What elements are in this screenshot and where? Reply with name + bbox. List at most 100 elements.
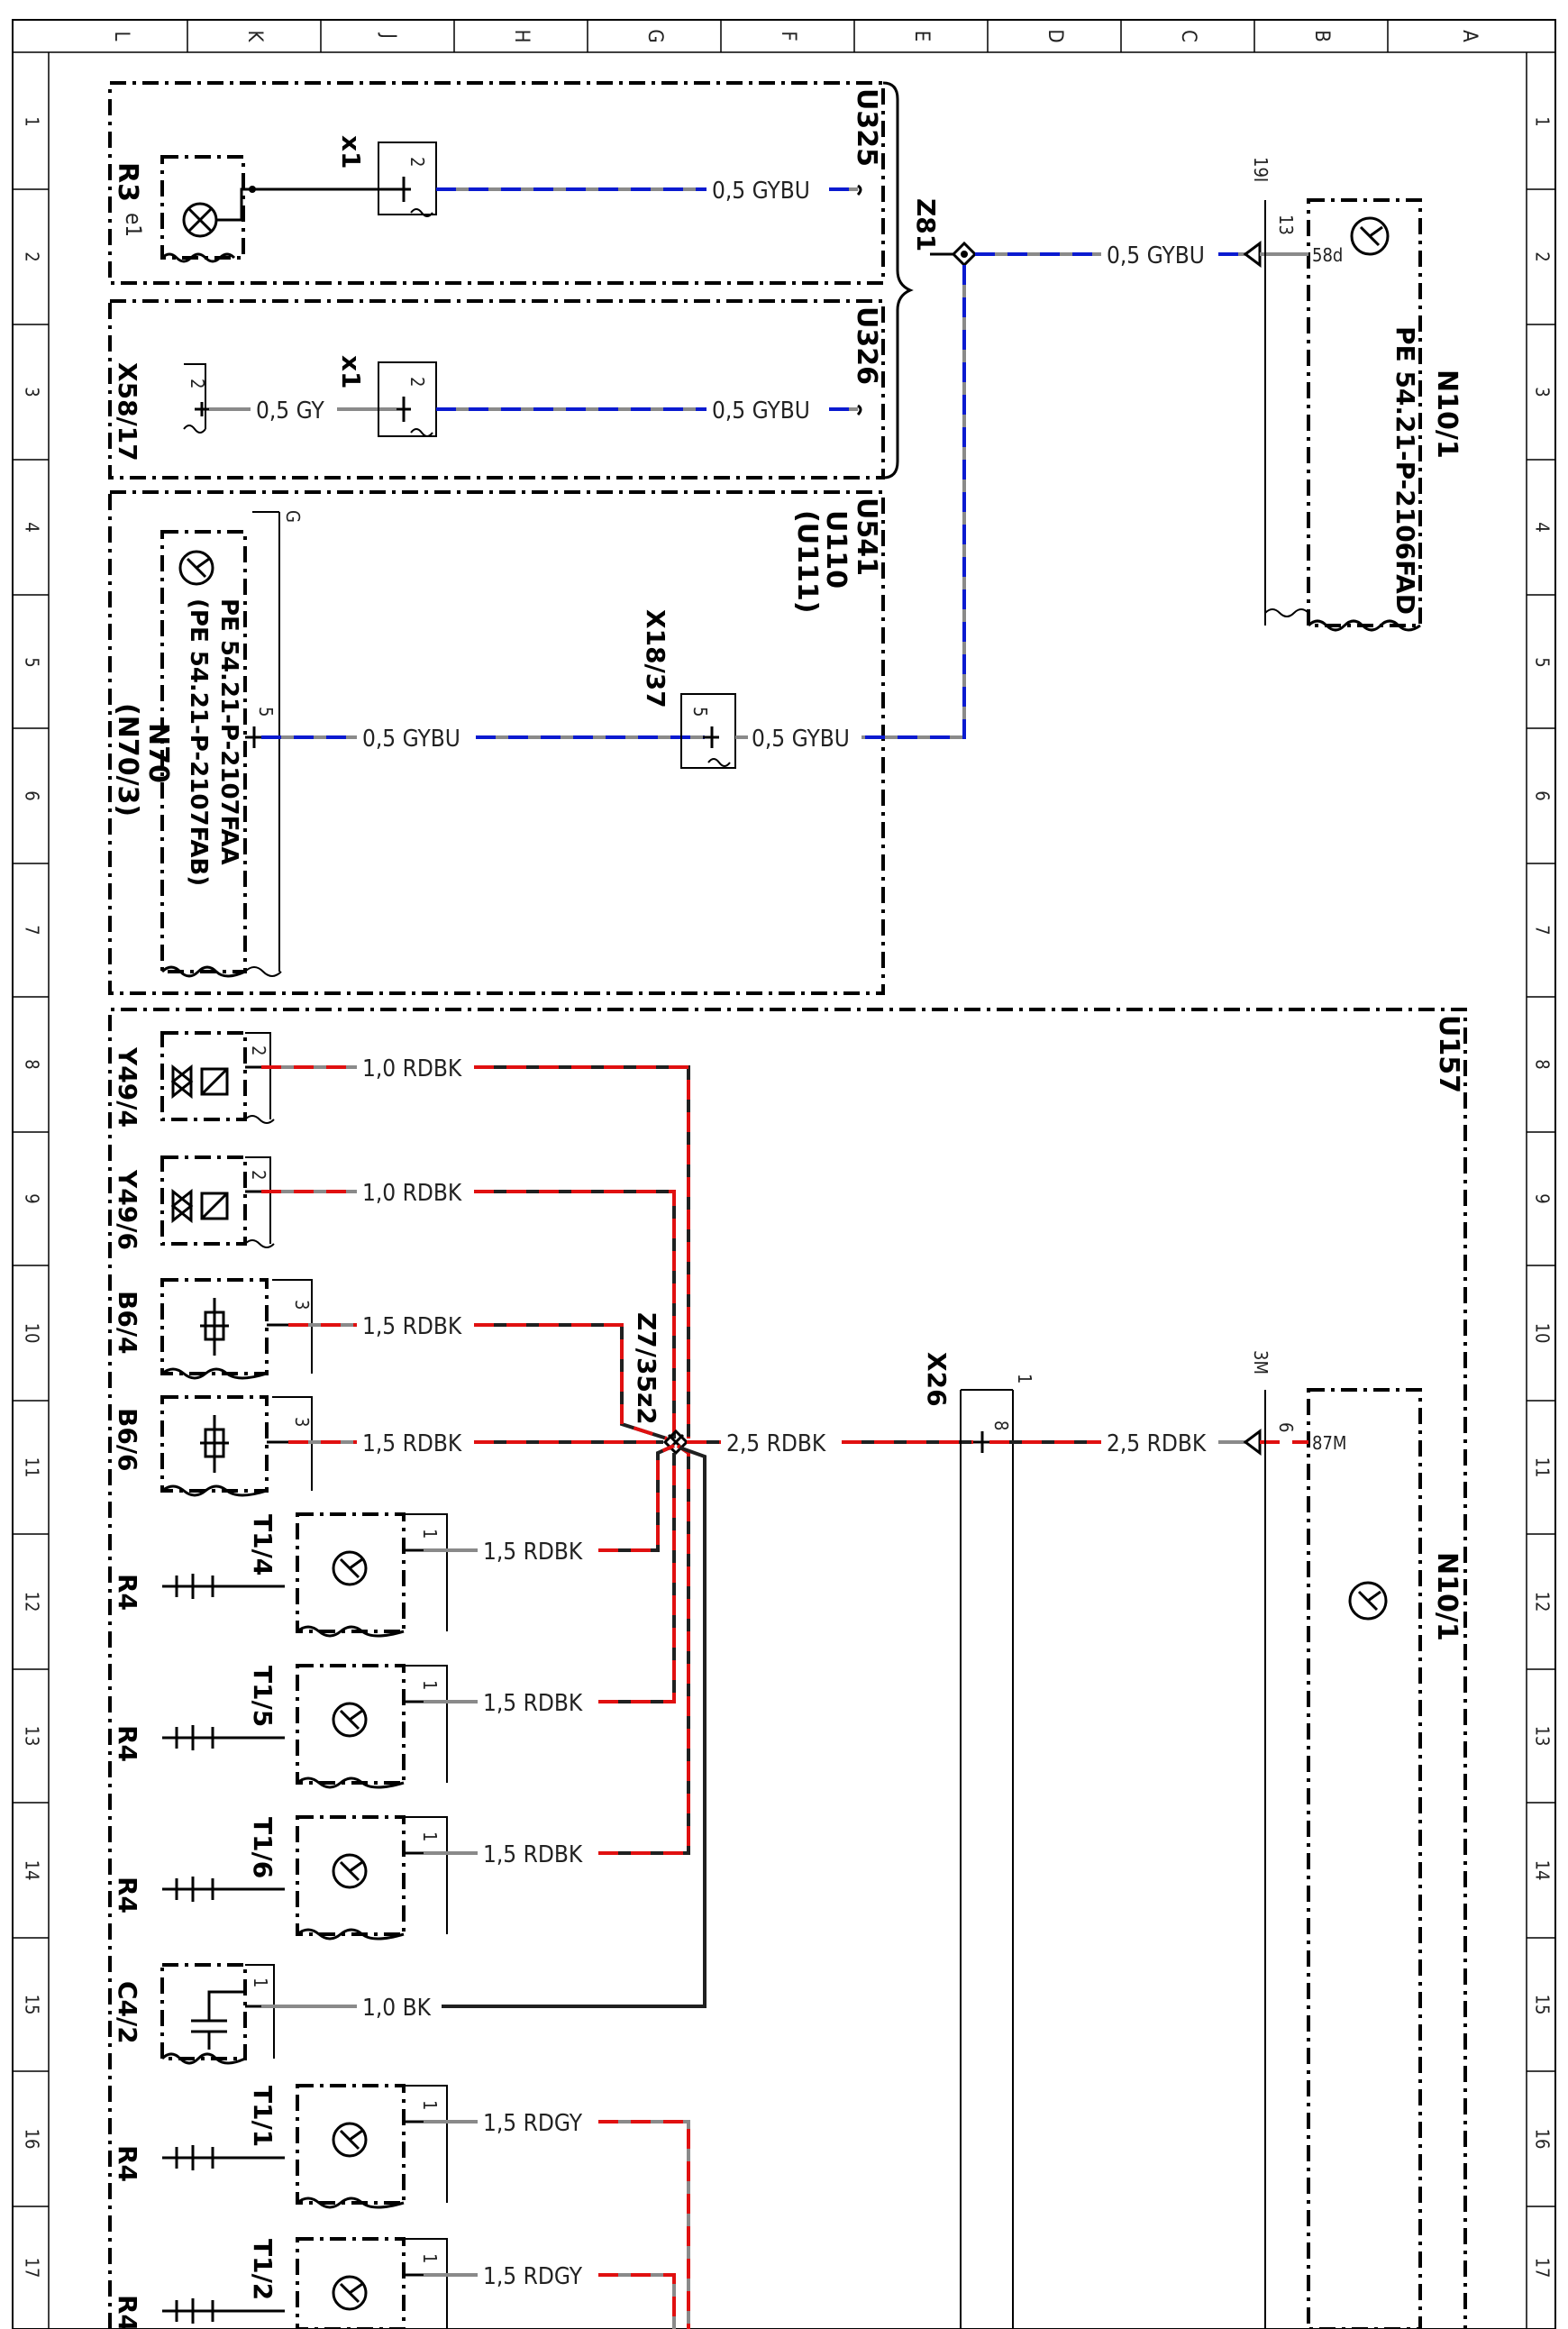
row-number-left-11: 11: [22, 1457, 43, 1478]
wire-label-w1: 0,5 GYBU: [712, 178, 810, 205]
t15-label: T1/5: [248, 1666, 278, 1727]
r4d-label: R4: [113, 2145, 142, 2182]
row-number-right-2: 2: [1532, 251, 1554, 261]
n10-bottom-module: 3M 6 87M N10/1: [1250, 1350, 1463, 2329]
t11-label: T1/1: [248, 2086, 278, 2147]
y494-pin: 2: [248, 1046, 269, 1055]
r4e-label: R4: [113, 2295, 142, 2329]
wire-label-y496: 1,0 RDBK: [362, 1180, 462, 1207]
row-number-right-13: 13: [1532, 1726, 1554, 1747]
x1-top-pin: 2: [406, 157, 428, 167]
n10-top-module: 19I 13 58d N10/1 PE 54.21-P-2106FAD: [1250, 157, 1463, 632]
z7-splice: Z7/35z2: [632, 1312, 689, 1456]
row-number-right-9: 9: [1532, 1193, 1554, 1203]
row-number-left-8: 8: [22, 1059, 43, 1069]
col-letter-d: D: [1044, 29, 1066, 42]
col-letter-h: H: [510, 30, 533, 43]
r4c-label: R4: [113, 1877, 142, 1913]
t11-coil: T1/1 R4 1: [113, 2084, 448, 2209]
n10-bottom-pinref: 3M: [1250, 1350, 1272, 1375]
row-number-right-14: 14: [1532, 1860, 1554, 1881]
row-number-right-7: 7: [1532, 925, 1554, 935]
wire-label-t15: 1,5 RDBK: [483, 1690, 583, 1717]
row-number-right-6: 6: [1532, 790, 1554, 800]
row-number-right-15: 15: [1532, 1995, 1554, 2015]
x1-top-connector: x1 2: [336, 135, 437, 217]
t12-label: T1/2: [248, 2239, 278, 2300]
wire-x18-out: 0,5 GYBU: [735, 726, 850, 753]
y496-label: Y49/6: [113, 1169, 142, 1250]
row-number-left-10: 10: [22, 1323, 43, 1344]
n70-pe1: PE 54.21-P-2107FAA: [215, 598, 242, 865]
x18-label: X18/37: [641, 609, 670, 708]
c42-label: C4/2: [113, 1981, 142, 2044]
block-u157-boundary: [108, 1008, 1467, 2329]
col-letter-a: A: [1458, 30, 1481, 42]
wire-x58-to-x1: 0,5 GY: [209, 397, 397, 425]
b66-pin: 3: [291, 1417, 313, 1427]
b66-label: B6/6: [113, 1408, 142, 1472]
t16-coil: T1/6 R4 1: [113, 1815, 448, 1941]
wire-label-w4: 0,5 GYBU: [712, 397, 810, 425]
col-letter-l: L: [110, 31, 132, 41]
n10-bottom-pinlabel: 87M: [1312, 1432, 1346, 1454]
x1-mid-pin: 2: [406, 377, 428, 387]
col-letter-e: E: [910, 31, 933, 42]
row-number-right-3: 3: [1532, 387, 1554, 397]
t16-pin: 1: [419, 1831, 441, 1841]
t14-pin: 1: [419, 1529, 441, 1539]
y494-valve: Y49/4 2: [113, 1031, 275, 1128]
wire-label-n10-in: 2,5 RDBK: [1107, 1430, 1207, 1457]
x26-ref: 1: [1014, 1374, 1035, 1384]
b64-pin: 3: [291, 1300, 313, 1310]
n10-top-pin: 13: [1275, 215, 1297, 235]
row-number-left-4: 4: [22, 522, 43, 532]
n10-top-pe: PE 54.21-P-2106FAD: [1390, 326, 1420, 615]
block-labels: U325 U326 U541 U110 (U111) U157: [791, 88, 1464, 1093]
block-u326-label: U326: [851, 306, 882, 385]
x1-mid-connector: x1 2: [336, 355, 437, 437]
y496-valve: Y49/6 2: [113, 1155, 275, 1250]
row-number-right-8: 8: [1532, 1059, 1554, 1069]
wire-label-w5: 0,5 GYBU: [362, 726, 460, 753]
row-number-left-13: 13: [22, 1726, 43, 1747]
r4b-label: R4: [113, 1725, 142, 1762]
n10-top-pinref: 19I: [1250, 157, 1272, 182]
row-number-right-10: 10: [1532, 1323, 1554, 1344]
c42-pin: 1: [250, 1977, 271, 1987]
n70-pe2: (PE 54.21-P-2107FAB): [185, 598, 212, 886]
wire-label-c42: 1,0 BK: [362, 1995, 432, 2022]
x58-label: X58/17: [113, 362, 142, 461]
n10-bottom-boundary: [1307, 1388, 1422, 2329]
row-number-right-5: 5: [1532, 657, 1554, 667]
col-letter-f: F: [777, 31, 799, 41]
row-number-left-14: 14: [22, 1860, 43, 1881]
wire-label-b66: 1,5 RDBK: [362, 1430, 462, 1457]
col-letter-k: K: [243, 31, 266, 43]
r4a-label: R4: [113, 1574, 142, 1611]
x18-connector: X18/37 5: [641, 609, 736, 769]
t12-coil: T1/2 R4 1: [113, 2237, 448, 2329]
wire-t14: 1,5 RDBK: [404, 1444, 675, 1566]
wire-label-t14: 1,5 RDBK: [483, 1539, 583, 1566]
wire-n70-to-x18: 0,5 GYBU: [245, 726, 705, 753]
wire-z81-trunk: [861, 265, 966, 739]
t12-pin: 1: [419, 2253, 441, 2263]
r3-label: R3: [112, 162, 143, 202]
wire-b66: 1,5 RDBK: [267, 1430, 663, 1457]
block-u541-boundary: [108, 490, 885, 995]
row-number-right-4: 4: [1532, 522, 1554, 532]
row-number-left-2: 2: [22, 251, 43, 261]
x1-mid-label: x1: [336, 355, 366, 389]
wire-label-w6: 0,5 GYBU: [752, 726, 850, 753]
row-number-left-1: 1: [22, 116, 43, 126]
col-letter-c: C: [1177, 30, 1199, 42]
block-u325-label: U325: [851, 88, 882, 167]
col-letter-g: G: [643, 29, 666, 42]
wire-c42: 1,0 BK: [245, 1446, 707, 2022]
row-dividers: [13, 188, 1555, 2207]
row-numbers: 1 2 3 4 5 6 7 8 9 10 11 12 13 14 15 16 1…: [22, 116, 1554, 2278]
wire-z81-to-n10: 0,5 GYBU: [975, 241, 1308, 269]
r3-lamp-group: R3 e1: [112, 155, 397, 263]
t16-label: T1/6: [248, 1817, 278, 1878]
